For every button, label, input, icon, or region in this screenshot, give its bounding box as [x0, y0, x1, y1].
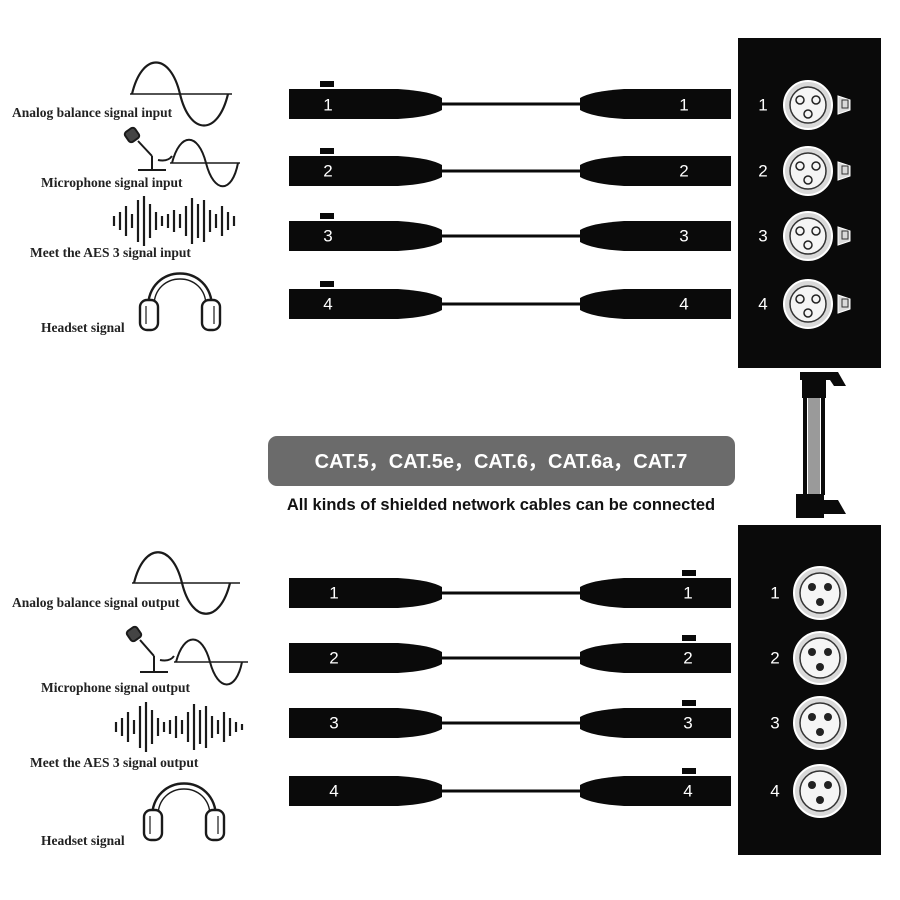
male-xlr-plug: 2 [289, 643, 442, 673]
socket-number: 2 [758, 162, 767, 181]
input-row: Meet the AES 3 signal input 3 3 3 [30, 196, 851, 261]
microphone-wave-icon [123, 126, 240, 188]
male-xlr-socket [793, 696, 847, 750]
plug-number: 3 [329, 714, 338, 733]
socket-number: 3 [770, 714, 779, 733]
headphones-icon [138, 272, 222, 332]
male-xlr-plug: 1 [289, 578, 442, 608]
cable-note: All kinds of shielded network cables can… [287, 496, 715, 514]
signal-label: Meet the AES 3 signal input [30, 245, 191, 260]
plug-number: 1 [323, 96, 332, 115]
male-xlr-socket [793, 566, 847, 620]
plug-number: 4 [323, 295, 332, 314]
audio-waveform-icon [112, 196, 236, 246]
microphone-wave-icon [125, 625, 248, 686]
rj45-clip-bottom [824, 500, 846, 514]
plug-number: 3 [323, 227, 332, 246]
audio-waveform-icon [114, 702, 244, 752]
cable-types-text: CAT.5，CAT.5e，CAT.6，CAT.6a，CAT.7 [315, 451, 688, 473]
plug-number: 2 [683, 649, 692, 668]
male-xlr-plug: 1 [580, 89, 731, 119]
female-xlr-socket [783, 211, 851, 261]
output-row: Headset signal 4 4 4 [41, 764, 847, 848]
female-xlr-plug: 3 [289, 213, 442, 251]
plug-number: 2 [323, 162, 332, 181]
plug-number: 2 [679, 162, 688, 181]
male-xlr-socket [793, 764, 847, 818]
socket-number: 1 [758, 96, 767, 115]
plug-number: 1 [683, 584, 692, 603]
plug-number: 2 [329, 649, 338, 668]
female-xlr-socket [783, 279, 851, 329]
output-row: Meet the AES 3 signal output 3 3 3 [30, 696, 847, 770]
male-xlr-plug: 4 [580, 289, 731, 319]
plug-number: 4 [679, 295, 688, 314]
network-cable [796, 372, 846, 518]
male-xlr-plug: 3 [289, 708, 442, 738]
cable-core [808, 398, 820, 495]
socket-number: 3 [758, 227, 767, 246]
input-section: Analog balance signal input 1 1 1 [12, 38, 881, 368]
sine-wave-icon [132, 551, 240, 615]
cable-types-badge: CAT.5，CAT.5e，CAT.6，CAT.6a，CAT.7 [268, 436, 735, 486]
female-xlr-plug: 3 [580, 700, 731, 738]
sine-wave-icon [130, 61, 232, 127]
input-row: Microphone signal input 2 2 2 [41, 126, 851, 196]
signal-label: Meet the AES 3 signal output [30, 755, 199, 770]
female-xlr-plug: 2 [580, 635, 731, 673]
signal-label: Analog balance signal input [12, 105, 173, 120]
plug-number: 1 [679, 96, 688, 115]
socket-number: 4 [770, 782, 779, 801]
plug-number: 3 [679, 227, 688, 246]
male-xlr-plug: 2 [580, 156, 731, 186]
female-xlr-plug: 1 [289, 81, 442, 119]
input-row: Headset signal 4 4 4 [41, 272, 851, 335]
plug-number: 3 [683, 714, 692, 733]
socket-number: 1 [770, 584, 779, 603]
input-row: Analog balance signal input 1 1 1 [12, 61, 851, 130]
plug-number: 4 [683, 782, 692, 801]
plug-number: 4 [329, 782, 338, 801]
signal-label: Headset signal [41, 833, 125, 848]
headphones-icon [142, 782, 226, 842]
female-xlr-socket [783, 80, 851, 130]
socket-number: 4 [758, 295, 767, 314]
signal-label: Analog balance signal output [12, 595, 180, 610]
signal-label: Headset signal [41, 320, 125, 335]
female-xlr-plug: 4 [580, 768, 731, 806]
socket-number: 2 [770, 649, 779, 668]
output-section: Analog balance signal output 1 1 1 [12, 525, 881, 855]
male-xlr-plug: 3 [580, 221, 731, 251]
signal-label: Microphone signal output [41, 680, 191, 695]
output-row: Microphone signal output 2 2 2 [41, 625, 847, 695]
female-xlr-socket [783, 146, 851, 196]
female-xlr-plug: 2 [289, 148, 442, 186]
rj45-body-bottom [796, 494, 824, 518]
output-row: Analog balance signal output 1 1 1 [12, 551, 847, 620]
female-xlr-plug: 4 [289, 281, 442, 319]
signal-label: Microphone signal input [41, 175, 183, 190]
plug-number: 1 [329, 584, 338, 603]
rj45-body-top [802, 378, 826, 398]
male-xlr-plug: 4 [289, 776, 442, 806]
female-xlr-plug: 1 [580, 570, 731, 608]
male-xlr-socket [793, 631, 847, 685]
